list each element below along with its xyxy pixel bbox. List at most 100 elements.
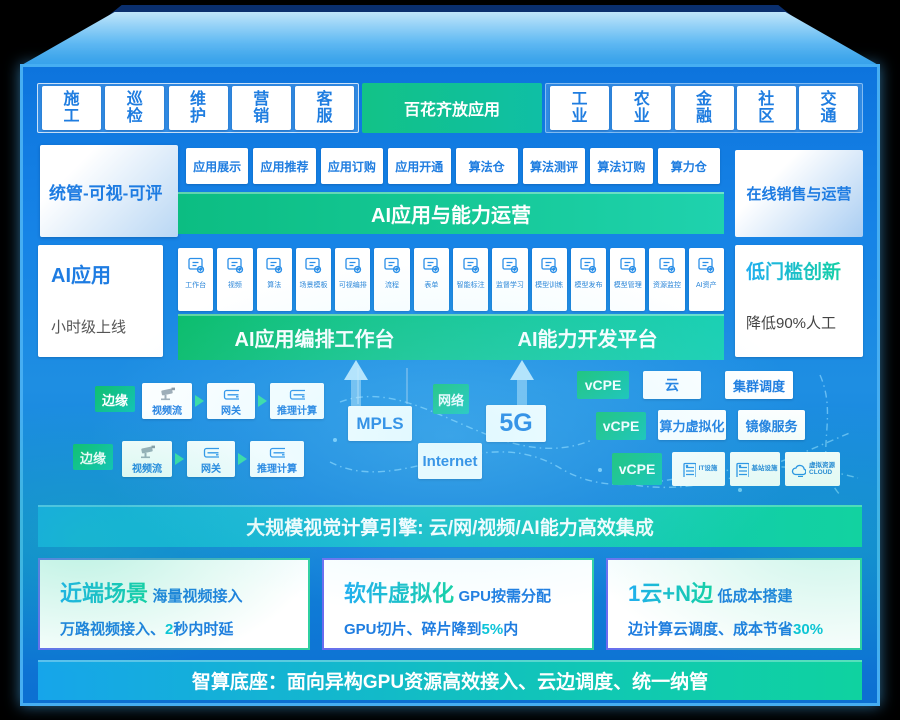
ops-bar: AI应用与能力运营: [178, 192, 724, 234]
it-infra-node: IT设施: [672, 452, 725, 486]
edge-badge: 边缘: [95, 386, 135, 412]
benefit-detail-text: 秒内时延: [173, 621, 234, 638]
benefit-headline-sub: 低成本搭建: [717, 588, 793, 605]
benefit-card: 近端场景 海量视频接入 万路视频接入、2秒内时延: [38, 558, 310, 650]
router-icon: [223, 389, 239, 400]
mpls-label: MPLS: [356, 413, 404, 433]
box-top-edge: [108, 5, 792, 16]
internet-node: Internet: [418, 443, 482, 479]
infra-sub: CLOUD: [809, 469, 833, 476]
cloud-icon: [791, 464, 806, 477]
industry-group: 工业 农业 金融 社区 交通: [545, 83, 863, 133]
online-sales-label: 在线销售与运营: [746, 186, 852, 203]
virtualization-label: 算力虚拟化: [659, 418, 725, 434]
cluster-node: 集群调度: [725, 371, 793, 399]
service-box: 算力仓: [657, 148, 720, 184]
service-box: 应用订购: [320, 148, 384, 184]
workbench-icon: [187, 257, 204, 274]
benefit-detail-highlight: 5%: [481, 621, 504, 638]
virtualization-node: 算力虚拟化: [658, 410, 726, 440]
industry: 工业: [550, 86, 609, 130]
tool-label: 工作台: [185, 282, 207, 289]
cloud-label: 云: [665, 377, 679, 393]
visual-orchestration-icon: [345, 257, 361, 274]
edge-label: 边缘: [79, 450, 106, 466]
base-bar-label: 智算底座：面向异构GPU资源高效接入、云边调度、统一纳管: [191, 671, 709, 693]
service-label: 应用开通: [395, 159, 444, 174]
benefit-detail-text: 边计算云调度、成本节省: [628, 621, 794, 638]
model-management-icon: [620, 257, 636, 274]
tool-card: 可视编排: [335, 248, 371, 311]
tool-label: 资源监控: [653, 282, 682, 289]
service-label: 算力仓: [670, 159, 707, 174]
tool-label: 监督学习: [495, 282, 524, 289]
platform-bar: AI应用编排工作台 AI能力开发平台: [178, 314, 724, 360]
service-box: 算法仓: [455, 148, 518, 184]
tool-label: 流程: [385, 282, 400, 289]
vcpe-badge: vCPE: [577, 371, 629, 399]
edge-label: 边缘: [101, 392, 128, 408]
service-box: 算法测评: [522, 148, 586, 184]
low-threshold-panel: 低门槛创新 降低90%人工: [735, 245, 863, 357]
ai-app-panel: AI应用 小时级上线: [38, 245, 163, 357]
tool-label: 模型训练: [535, 282, 564, 289]
network-badge: 网络: [433, 384, 469, 414]
scenario-app: 客服: [295, 86, 354, 130]
benefit-detail: 边计算云调度、成本节省30%: [628, 618, 846, 639]
arrow-right-icon: [195, 395, 204, 407]
scenario-app-label: 营销: [253, 90, 270, 125]
low-threshold-title: 低门槛创新: [746, 257, 841, 284]
benefit-detail-text: 万路视频接入、: [60, 621, 166, 638]
benefit-card: 软件虚拟化 GPU按需分配 GPU切片、碎片降到5%内: [322, 558, 594, 650]
low-threshold-sub: 降低90%人工: [746, 315, 837, 332]
gateway-label: 网关: [201, 464, 221, 475]
industry: 金融: [674, 86, 734, 130]
arrow-right-icon: [258, 395, 267, 407]
vcpe-badge: vCPE: [596, 412, 646, 440]
governance-label: 统管-可视-可评: [49, 183, 163, 203]
camera-icon: [140, 444, 155, 459]
industry: 农业: [612, 86, 672, 130]
service-box: 应用推荐: [253, 148, 316, 184]
benefit-headline-sub: 海量视频接入: [152, 588, 243, 605]
engine-bar: 大规模视觉计算引擎: 云/网/视频/AI能力高效集成: [38, 505, 862, 547]
benefit-headline: 近端场景: [60, 581, 149, 606]
box-top-face: [20, 12, 880, 66]
base-station-infra-node: 基站设施: [730, 452, 780, 486]
tool-label: AI资产: [695, 282, 717, 289]
scenario-apps-group: 施工 巡检 维护 营销 客服: [37, 83, 359, 133]
benefit-card: 1云+N边 低成本搭建 边计算云调度、成本节省30%: [606, 558, 862, 650]
server-rack-icon: [682, 462, 696, 477]
scenario-app: 营销: [231, 86, 291, 130]
tool-card: 资源监控: [649, 248, 685, 311]
router-icon: [203, 447, 219, 458]
dev-bar-label: AI能力开发平台: [517, 328, 658, 351]
video-stream-label: 视频流: [132, 464, 162, 475]
smart-annotation-icon: [462, 257, 479, 274]
inference-label: 推理计算: [257, 464, 297, 475]
ai-app-sub: 小时级上线: [51, 319, 127, 336]
benefit-headline: 软件虚拟化: [344, 581, 455, 606]
tool-label: 算法: [267, 282, 282, 289]
video-stream-label: 视频流: [152, 406, 182, 417]
video-stream-node: 视频流: [142, 383, 192, 419]
benefit-detail-highlight: 2: [165, 621, 174, 638]
tool-card: 模型管理: [610, 248, 646, 311]
scenario-app: 维护: [168, 86, 228, 130]
service-box: 应用开通: [388, 148, 451, 184]
video-icon: [227, 257, 244, 274]
industry-label: 工业: [571, 90, 588, 125]
scenario-app-label: 巡检: [126, 90, 143, 125]
5g-node: 5G: [486, 405, 546, 442]
cloud-node: 云: [643, 371, 701, 399]
scenario-app-label: 维护: [189, 90, 206, 125]
cluster-label: 集群调度: [732, 378, 785, 394]
network-label: 网络: [437, 392, 464, 408]
arrow-right-icon: [238, 453, 247, 465]
edge-badge: 边缘: [73, 444, 113, 470]
tool-card: 模型训练: [531, 248, 567, 311]
benefit-detail: 万路视频接入、2秒内时延: [60, 618, 294, 639]
service-row: 应用展示 应用推荐 应用订购 应用开通 算法仓 算法测评 算法订购 算力仓: [186, 148, 720, 184]
